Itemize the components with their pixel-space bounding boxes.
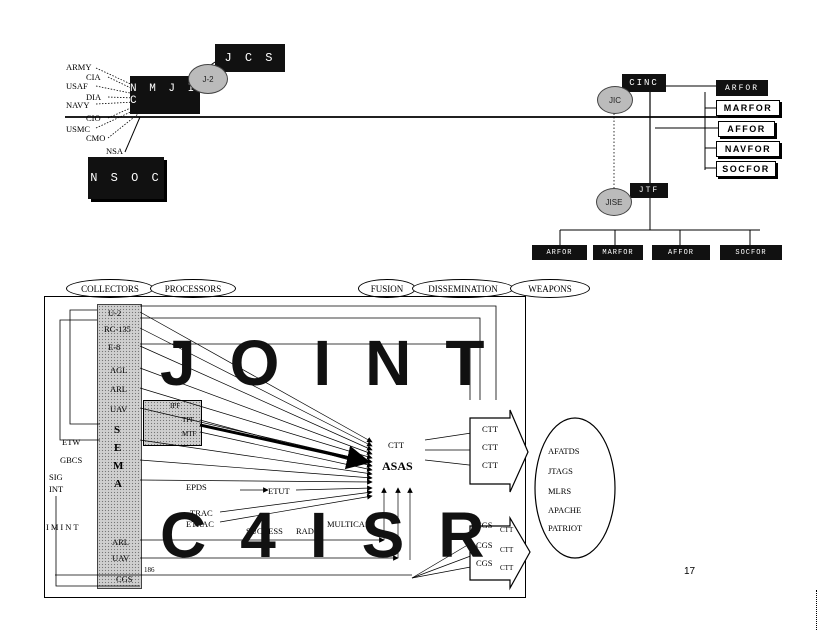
agency-cio: CIO <box>86 113 101 123</box>
label-radio: RADIO <box>296 526 323 536</box>
cgs-1: CGS <box>476 520 493 530</box>
label-trac: TRAC <box>190 508 213 518</box>
sema-s: S <box>114 424 121 436</box>
oval-processors: PROCESSORS <box>150 279 236 298</box>
component-marfor: MARFOR <box>716 100 780 116</box>
sema-e: E <box>114 442 122 454</box>
jtf-box: JTF <box>630 183 668 198</box>
label-etrac: ETRAC <box>186 519 214 529</box>
component-navfor: NAVFOR <box>716 141 780 157</box>
lower-arl: ARL <box>112 537 129 547</box>
cgs-ctt-3: CTT <box>500 564 514 572</box>
lower-uav: UAV <box>112 553 130 563</box>
cgs-ctt-2: CTT <box>500 546 514 554</box>
jtf-marfor: MARFOR <box>593 245 643 260</box>
page-number: 17 <box>684 566 696 577</box>
oval-weapons: WEAPONS <box>510 279 590 298</box>
sema-a: A <box>114 478 122 490</box>
cinc-box: CINC <box>622 74 666 92</box>
nsoc-box: N S O C <box>88 157 164 199</box>
label-gbcs: GBCS <box>60 455 83 465</box>
collector-u2: U-2 <box>108 308 122 318</box>
nmjic-label: N M J I C <box>130 83 198 107</box>
label-epds: EPDS <box>186 482 207 492</box>
ctt-3: CTT <box>482 460 499 470</box>
label-etw: ETW <box>62 437 81 447</box>
fusion-ctt: CTT <box>388 440 405 450</box>
component-affor: AFFOR <box>718 121 775 137</box>
jise-oval: JISE <box>596 188 632 216</box>
cinc-label: CINC <box>629 78 659 88</box>
component-socfor: SOCFOR <box>716 161 776 177</box>
jtf-socfor: SOCFOR <box>720 245 782 260</box>
label-imint: IMINT <box>46 522 81 532</box>
oval-dissemination: DISSEMINATION <box>412 279 514 298</box>
label-etut: ETUT <box>268 486 290 496</box>
weapon-patriot: PATRIOT <box>548 523 583 533</box>
jcs-box: J C S <box>215 44 285 72</box>
weapon-mlrs: MLRS <box>548 486 572 496</box>
weapon-apache: APACHE <box>548 505 582 515</box>
sema-processor-box <box>143 400 202 446</box>
weapon-jtags: JTAGS <box>548 466 573 476</box>
label-success: SUCCESS <box>246 526 283 536</box>
oval-collectors: COLLECTORS <box>66 279 154 298</box>
collectors-column <box>97 304 142 589</box>
agency-army: ARMY <box>66 62 92 72</box>
agency-usaf: USAF <box>66 81 88 91</box>
jtf-affor: AFFOR <box>652 245 710 260</box>
overlay-joint: JOINT <box>160 327 519 399</box>
cgs-number: 186 <box>144 566 155 574</box>
collector-arl: ARL <box>110 384 127 394</box>
overlay-c4isr: C4ISR <box>160 499 519 571</box>
agency-cmo: CMO <box>86 133 106 143</box>
j2-oval-left: J-2 <box>188 64 228 94</box>
jtf-arfor: ARFOR <box>532 245 587 260</box>
cgs-3: CGS <box>476 558 493 568</box>
agency-dia: DIA <box>86 92 102 102</box>
collector-uav: UAV <box>110 404 128 414</box>
cgs-ctt-1: CTT <box>500 526 514 534</box>
label-int: INT <box>49 484 64 494</box>
label-multicast: MULTICAST <box>327 519 375 529</box>
ctt-2: CTT <box>482 442 499 452</box>
label-sig: SIG <box>49 472 63 482</box>
jic-oval: JIC <box>597 86 633 114</box>
agency-usmc: USMC <box>66 124 91 134</box>
lower-cgs: CGS <box>116 574 133 584</box>
collector-e8: E-8 <box>108 342 121 352</box>
agency-nsa: NSA <box>106 146 124 156</box>
sema-ipf: IPF <box>170 402 181 410</box>
collector-agl: AGL <box>110 365 128 375</box>
cgs-2: CGS <box>476 540 493 550</box>
sema-m: M <box>113 460 124 472</box>
edge-mark <box>816 590 819 630</box>
sema-mtf: MTF <box>182 430 197 438</box>
component-arfor: ARFOR <box>716 80 768 96</box>
jcs-label: J C S <box>224 51 276 65</box>
agency-cia: CIA <box>86 72 101 82</box>
agency-navy: NAVY <box>66 100 90 110</box>
nsoc-label: N S O C <box>90 171 162 185</box>
weapon-afatds: AFATDS <box>548 446 580 456</box>
asas-label: ASAS <box>382 459 413 473</box>
ctt-1: CTT <box>482 424 499 434</box>
sema-tpf: TPF <box>182 416 195 424</box>
collector-rc135: RC-135 <box>104 324 131 334</box>
